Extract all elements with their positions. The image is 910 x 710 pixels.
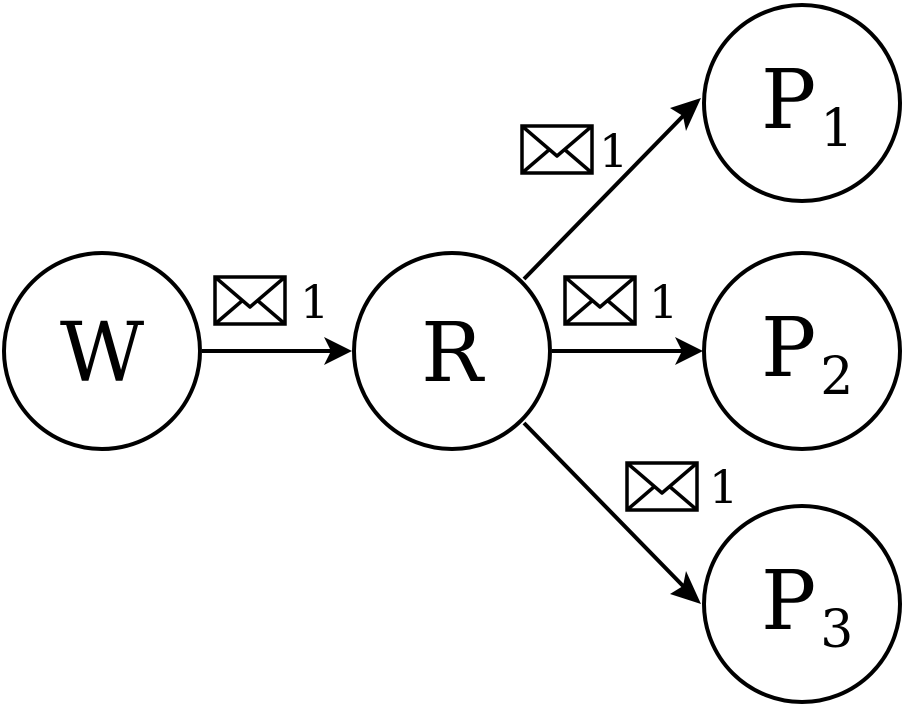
- edge-r-to-p1: [522, 98, 701, 281]
- node-label: P: [761, 301, 816, 396]
- arrow-head: [675, 337, 703, 365]
- node-label-group: P 1: [761, 53, 853, 159]
- node-w: W: [2, 251, 202, 451]
- node-label: R: [421, 306, 485, 401]
- node-p3: P 3: [702, 504, 902, 704]
- node-subscript: 3: [820, 600, 853, 660]
- message-label-r-to-p3: 1: [625, 460, 738, 514]
- node-p2: P 2: [702, 251, 902, 451]
- edge-r-to-p2: [552, 337, 703, 365]
- envelope-icon: [213, 275, 287, 326]
- message-label-r-to-p1: 1: [520, 124, 628, 178]
- edge-w-to-r: [202, 337, 352, 365]
- node-label: P: [761, 53, 816, 148]
- node-label-group: P 3: [761, 554, 853, 660]
- envelope-icon: [520, 124, 594, 175]
- message-count: 1: [300, 275, 329, 329]
- arrow-head: [324, 337, 352, 365]
- node-label: W: [60, 306, 145, 401]
- arrow-head: [670, 571, 701, 604]
- arrow-head: [670, 98, 701, 131]
- node-subscript: 1: [820, 99, 853, 159]
- node-label-group: P 2: [761, 301, 853, 407]
- message-count: 1: [709, 460, 738, 514]
- node-r: R: [352, 251, 552, 451]
- node-subscript: 2: [820, 347, 853, 407]
- message-count: 1: [649, 275, 678, 329]
- message-label-r-to-p2: 1: [563, 275, 678, 329]
- node-label: P: [761, 554, 816, 649]
- message-count: 1: [599, 124, 628, 178]
- node-p1: P 1: [702, 3, 902, 203]
- envelope-icon: [625, 461, 699, 512]
- message-label-w-to-r: 1: [213, 275, 329, 329]
- edge-r-to-p3: [522, 421, 701, 604]
- envelope-icon: [563, 275, 637, 326]
